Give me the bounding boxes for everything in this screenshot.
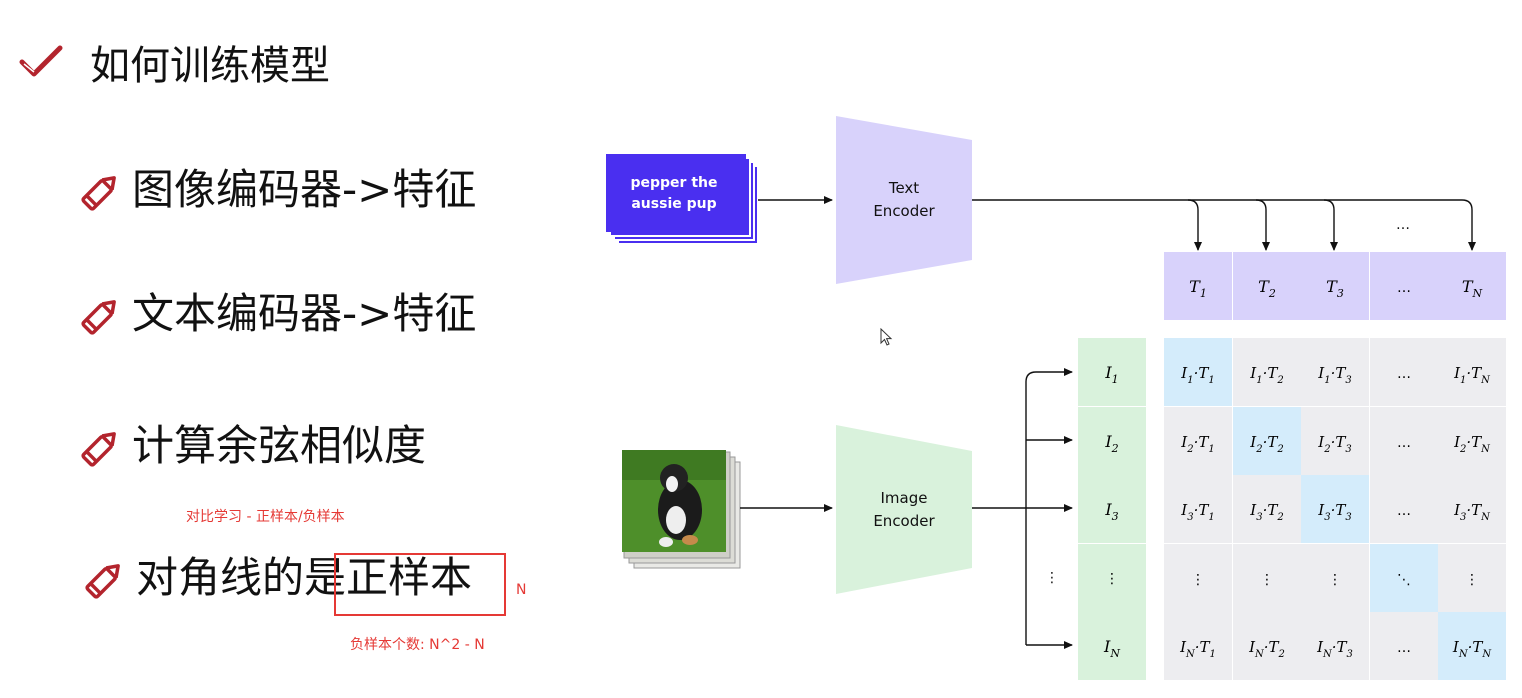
i-header-2: I2 xyxy=(1104,432,1118,455)
matrix-cell-bg xyxy=(1164,544,1232,612)
matrix-cell: I2·TN xyxy=(1453,433,1491,455)
matrix-cell: ⋮ xyxy=(1260,572,1274,588)
i-header-3: I3 xyxy=(1104,500,1118,523)
pencil-icon xyxy=(81,432,116,467)
i-header-ellipsis: ⋮ xyxy=(1105,571,1119,587)
matrix-cell-bg xyxy=(1164,407,1232,475)
pencil-icon xyxy=(81,300,116,335)
t-header-ellipsis: … xyxy=(1397,280,1411,296)
matrix-cell-bg xyxy=(1301,407,1369,475)
matrix-cell-bg xyxy=(1233,612,1301,680)
i-header-n: IN xyxy=(1103,637,1120,660)
matrix-cell: I2·T3 xyxy=(1317,433,1351,455)
image-encoder-label-1: Image xyxy=(881,489,928,507)
pencil-icon xyxy=(85,564,120,599)
matrix-cell-bg xyxy=(1301,338,1369,406)
matrix-cell-bg xyxy=(1370,475,1438,543)
annotation-n: N xyxy=(516,582,527,598)
cursor-icon xyxy=(880,328,893,346)
pencil-icon xyxy=(81,176,116,211)
matrix-cell-bg xyxy=(1438,338,1506,406)
image-input-stack xyxy=(622,450,741,569)
matrix-cell: I1·T1 xyxy=(1180,364,1214,386)
matrix-cell: IN·T3 xyxy=(1316,638,1353,660)
matrix-cell: ⋮ xyxy=(1191,572,1205,588)
matrix-cell: I3·T3 xyxy=(1317,501,1351,523)
matrix-cell-bg xyxy=(1233,544,1301,612)
annotation-negatives: 负样本个数: N^2 - N xyxy=(350,637,485,653)
matrix-cell: … xyxy=(1397,503,1411,519)
text-input-line-2: aussie pup xyxy=(631,196,716,212)
bullet-text: 对角线的是正样本 xyxy=(136,553,473,602)
text-input-stack: pepper the aussie pup xyxy=(606,154,759,245)
image-encoder-label-2: Encoder xyxy=(873,512,935,530)
matrix-cell: I3·T2 xyxy=(1249,501,1283,523)
t-header-2: T2 xyxy=(1258,277,1276,300)
annotation-contrastive: 对比学习 - 正样本/负样本 xyxy=(186,509,345,525)
bullet-text: 文本编码器->特征 xyxy=(132,289,477,338)
bullet-text: 计算余弦相似度 xyxy=(132,421,427,470)
checkmark-icon xyxy=(19,45,63,77)
matrix-cell: IN·TN xyxy=(1452,638,1492,660)
text-feature-arrows xyxy=(972,199,1476,251)
matrix-cell: … xyxy=(1397,366,1411,382)
dog-photo xyxy=(622,450,726,552)
left-ellipsis: ⋮ xyxy=(1045,570,1059,586)
matrix-cell: I2·T1 xyxy=(1180,433,1214,455)
text-feature-row: T1 T2 T3 … TN xyxy=(1164,252,1506,320)
matrix-cell: I1·T2 xyxy=(1249,364,1283,386)
matrix-cell-bg xyxy=(1370,612,1438,680)
t-header-3: T3 xyxy=(1326,277,1344,300)
bullet-text: 图像编码器->特征 xyxy=(132,165,477,214)
matrix-cell-bg xyxy=(1164,612,1232,680)
text-encoder-label-1: Text xyxy=(888,179,919,197)
highlight-box xyxy=(334,553,506,616)
matrix-cell-bg xyxy=(1438,475,1506,543)
i-header-1: I1 xyxy=(1104,363,1118,386)
text-encoder-block xyxy=(836,116,972,284)
matrix-cell-bg xyxy=(1370,338,1438,406)
image-feature-column: I1 I2 I3 ⋮ IN xyxy=(1078,338,1146,680)
matrix-cell-bg xyxy=(1438,612,1506,680)
t-header-n: TN xyxy=(1462,277,1483,300)
matrix-cell-bg xyxy=(1301,475,1369,543)
matrix-cell: IN·T1 xyxy=(1179,638,1216,660)
arrow-ellipsis: … xyxy=(1396,217,1410,233)
matrix-cell-bg xyxy=(1164,475,1232,543)
page-title: 如何训练模型 xyxy=(90,43,330,89)
matrix-cell-bg xyxy=(1301,544,1369,612)
matrix-cell: IN·T2 xyxy=(1248,638,1285,660)
matrix-cell: … xyxy=(1397,435,1411,451)
matrix-cell: I3·TN xyxy=(1453,501,1491,523)
matrix-cell-bg xyxy=(1301,612,1369,680)
matrix-cell: I1·TN xyxy=(1453,364,1491,386)
similarity-matrix: I1·T1 I1·T2 I1·T3 … I1·TN I2·T1 I2·T2 I2·T3 … I2·… xyxy=(1164,338,1506,680)
t-header-1: T1 xyxy=(1189,277,1207,300)
image-encoder-block xyxy=(836,425,972,594)
matrix-cell: ⋮ xyxy=(1465,572,1479,588)
matrix-cell: … xyxy=(1397,640,1411,656)
matrix-cell-bg xyxy=(1370,407,1438,475)
matrix-cell: ⋱ xyxy=(1397,572,1411,588)
matrix-cell: I3·T1 xyxy=(1180,501,1214,523)
text-input-line-1: pepper the xyxy=(631,175,718,191)
matrix-cell-bg xyxy=(1233,338,1301,406)
matrix-cell-bg xyxy=(1233,475,1301,543)
matrix-cell-bg xyxy=(1233,407,1301,475)
matrix-cell-bg xyxy=(1164,338,1232,406)
matrix-cell-bg xyxy=(1370,544,1438,612)
matrix-cell: ⋮ xyxy=(1328,572,1342,588)
text-encoder-label-2: Encoder xyxy=(873,202,935,220)
image-feature-arrows xyxy=(972,368,1073,649)
matrix-cell-bg xyxy=(1438,407,1506,475)
matrix-cell: I1·T3 xyxy=(1317,364,1351,386)
matrix-cell-bg xyxy=(1438,544,1506,612)
matrix-cell: I2·T2 xyxy=(1249,433,1283,455)
